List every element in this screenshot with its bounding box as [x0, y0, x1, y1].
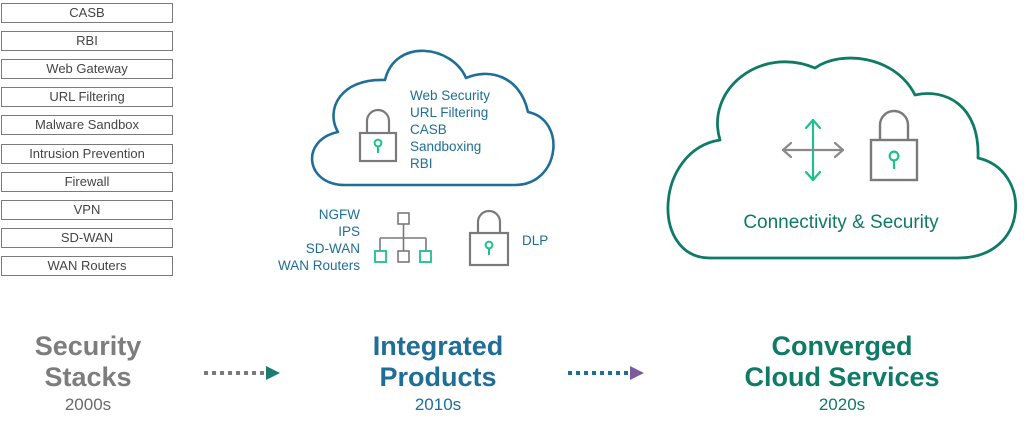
cloud-item: URL Filtering	[410, 105, 489, 120]
title-line: Integrated	[372, 331, 504, 361]
cloud-item: Sandboxing	[410, 139, 482, 154]
dlp-label: DLP	[522, 233, 549, 248]
stack-item: RBI	[1, 31, 173, 51]
era-title-converged-cloud: Converged Cloud Services	[708, 331, 976, 393]
network-topology-icon	[379, 212, 427, 263]
converged-lock-icon	[869, 109, 919, 182]
stack-item: SD-WAN	[1, 228, 173, 248]
dlp-keyhole-icon	[484, 240, 494, 255]
cloud-item: Web Security	[410, 88, 491, 103]
title-line: Stacks	[44, 362, 132, 392]
stack-item: Malware Sandbox	[1, 115, 173, 135]
lock-icon	[358, 108, 398, 163]
stack-item: Intrusion Prevention	[1, 144, 173, 164]
integrated-cloud-shape	[310, 49, 555, 187]
stack-item: WAN Routers	[1, 256, 173, 276]
title-line: Products	[379, 362, 497, 392]
move-arrows-icon	[781, 118, 845, 182]
stack-item: CASB	[1, 3, 173, 23]
stack-item: VPN	[1, 200, 173, 220]
stack-item: Firewall	[1, 172, 173, 192]
network-item: IPS	[338, 224, 360, 239]
keyhole-icon	[373, 138, 383, 153]
dotted-arrow-icon	[568, 366, 644, 380]
title-line: Converged	[771, 331, 913, 361]
converged-cloud-label: Connectivity & Security	[743, 212, 939, 233]
stack-item: URL Filtering	[1, 87, 173, 107]
cloud-item: CASB	[410, 122, 447, 137]
network-item: NGFW	[318, 207, 360, 222]
era-year: 2020s	[818, 395, 866, 414]
title-line: Cloud Services	[744, 362, 940, 392]
era-title-integrated-products: Integrated Products	[330, 331, 546, 393]
era-title-security-stacks: Security Stacks	[0, 331, 176, 393]
cloud-item: RBI	[410, 156, 433, 171]
dlp-lock-icon	[468, 209, 510, 267]
network-node-icon	[374, 250, 432, 263]
dotted-arrow-icon	[204, 366, 280, 380]
title-line: Security	[34, 331, 142, 361]
network-item: WAN Routers	[277, 258, 360, 273]
era-year: 2010s	[414, 395, 462, 414]
network-item: SD-WAN	[305, 241, 360, 256]
converged-keyhole-icon	[888, 150, 900, 169]
era-year: 2000s	[64, 395, 112, 414]
converged-cloud-shape	[666, 56, 1017, 260]
stack-item: Web Gateway	[1, 59, 173, 79]
